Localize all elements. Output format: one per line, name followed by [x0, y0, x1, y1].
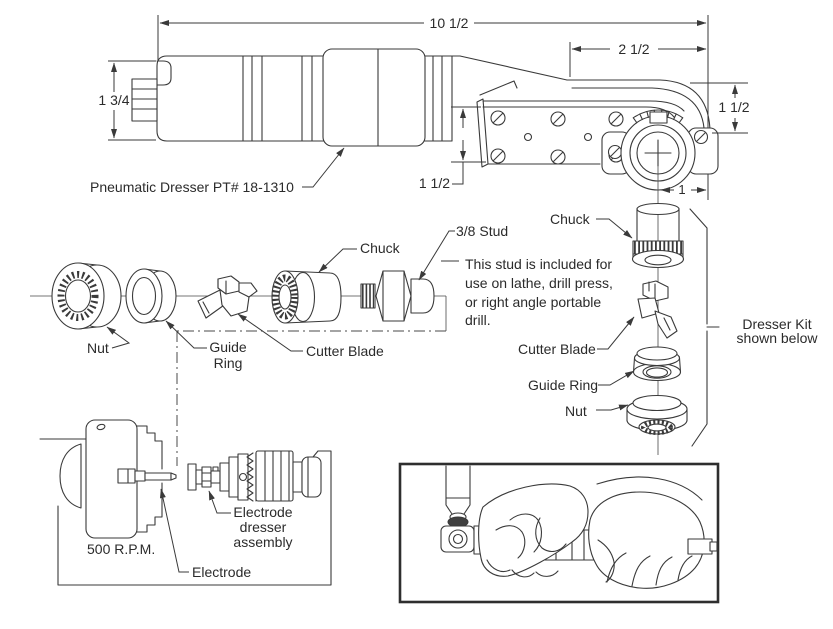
dresser-kit-view: Chuck Cutter Blade Guide Ring Nut Dresse… [518, 200, 818, 455]
nut-label: Nut [87, 340, 109, 356]
tool-part-label: Pneumatic Dresser PT# 18-1310 [90, 179, 294, 195]
kit-nut-part [626, 394, 688, 435]
spindle-nose [59, 443, 82, 509]
assembly-label-line2: dresser [240, 519, 287, 535]
tool-body [131, 48, 568, 147]
kit-guide-ring-label: Guide Ring [528, 377, 598, 393]
kit-chuck-label: Chuck [550, 211, 591, 227]
pneumatic-dresser-top-view: 10 1/2 2 1/2 1 3/4 [90, 15, 750, 200]
air-inlet-fitting [131, 78, 158, 122]
chuck-part [271, 270, 342, 324]
guide-ring-part [125, 268, 177, 324]
kit-nut-label: Nut [565, 403, 587, 419]
dim-plate-height: 1 1/2 [419, 175, 450, 191]
plate-screws [490, 110, 709, 165]
kit-cutter-blade-label: Cutter Blade [518, 341, 596, 357]
assembly-label-line1: Electrode [233, 504, 292, 520]
nut-part [51, 262, 122, 330]
kit-cutter-blade-part [637, 280, 678, 339]
stud-note-line2: use on lathe, drill press, [465, 275, 613, 291]
assembly-label: Electrode dresser assembly [233, 504, 292, 550]
guide-ring-label-line1: Guide [209, 339, 247, 355]
dim-chuck-offset: 1 [678, 182, 685, 197]
stud-part [360, 270, 435, 322]
stud-note-line3: or right angle portable [465, 294, 601, 310]
right-hand [588, 476, 718, 589]
kit-chuck-part [631, 202, 685, 269]
motor-housing [322, 48, 426, 147]
stud-note: This stud is included for use on lathe, … [465, 256, 613, 328]
electrode-dresser-assembly [187, 450, 322, 502]
electrode-part [117, 468, 177, 484]
kit-note-line1: Dresser Kit [742, 316, 811, 332]
cutter-blade-label: Cutter Blade [306, 343, 384, 359]
plate-edge [476, 98, 489, 168]
cutter-blade-part [197, 275, 258, 319]
right-angle-head [476, 79, 719, 191]
stud-label: 3/8 Stud [456, 223, 508, 239]
chuck-label: Chuck [360, 240, 401, 256]
dim-head-height: 1 1/2 [718, 99, 749, 115]
guide-ring-label-line2: Ring [214, 355, 243, 371]
usage-illustration [398, 462, 720, 604]
assembly-label-line3: assembly [233, 534, 292, 550]
lathe-bed [57, 450, 332, 586]
kit-note-line2: shown below [737, 330, 819, 346]
dim-overall-length: 10 1/2 [430, 15, 469, 31]
hand-held-electrode [445, 465, 471, 528]
dim-head-length: 2 1/2 [618, 41, 649, 57]
dim-body-height: 1 3/4 [98, 92, 129, 108]
left-hand [478, 483, 589, 578]
kit-guide-ring-part [632, 346, 682, 382]
electrode-label: Electrode [192, 564, 251, 580]
exploded-view-horizontal: Chuck 3/8 Stud This stud is included for… [30, 223, 613, 466]
chuck-jaws [136, 425, 163, 533]
lathe-view: 500 R.P.M. Electrode dresser assembly El… [39, 419, 332, 586]
head-chuck [620, 109, 696, 191]
alignment-centerline [176, 330, 446, 466]
center-cross [644, 139, 672, 167]
tool-label-leader [302, 147, 345, 188]
stud-note-line1: This stud is included for [465, 256, 612, 272]
stud-note-line4: drill. [465, 312, 491, 328]
tool-tail [687, 538, 713, 555]
kit-bracket [689, 208, 720, 447]
rpm-label: 500 R.P.M. [87, 541, 155, 557]
